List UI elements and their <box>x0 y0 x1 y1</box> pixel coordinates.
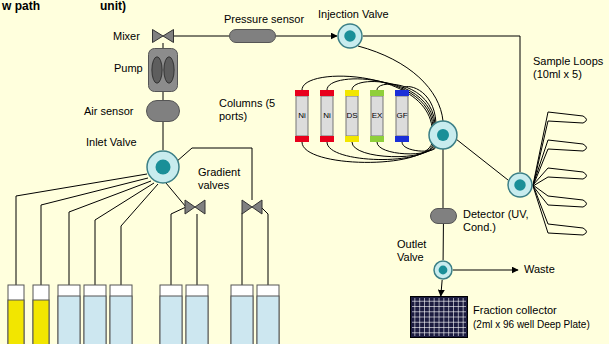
tubing-connector <box>163 92 164 100</box>
inlet-valve-shape <box>146 150 180 184</box>
air-sensor: Air sensor <box>146 100 180 122</box>
component-label: Detector (UV, Cond.) <box>463 208 531 234</box>
column-label: Ni <box>320 111 334 121</box>
part-label: Gradient valves <box>198 166 248 192</box>
tubing-connector <box>443 224 444 260</box>
column: Ni <box>320 90 334 142</box>
component-label: Outlet Valve <box>397 238 431 264</box>
column: GF <box>395 90 409 142</box>
injection-valve: Injection Valve <box>337 23 363 49</box>
component-label: Injection Valve <box>318 8 389 21</box>
sample-loop <box>533 185 587 235</box>
mixer-valve-shape <box>152 29 174 43</box>
loop-valve: Sample Loops (10ml x 5) <box>507 172 533 198</box>
component-label: Pump <box>114 62 143 75</box>
column: EX <box>370 90 384 142</box>
tubing-connector <box>276 36 337 37</box>
component-label: Pressure sensor <box>224 13 304 26</box>
tubing-connector <box>163 43 164 48</box>
component-label: Sample Loops (10ml x 5) <box>533 55 609 81</box>
sample-loop <box>533 112 587 235</box>
component-label: Inlet Valve <box>86 136 137 149</box>
detector: Detector (UV, Cond.) <box>430 208 457 224</box>
tubing-connector <box>163 122 164 150</box>
tubing <box>16 46 518 285</box>
pump-shape <box>148 48 178 92</box>
outlet-valve-shape <box>433 260 453 280</box>
component-label: Mixer <box>113 30 140 43</box>
column-valve <box>429 121 457 149</box>
tubing-connector <box>174 36 229 37</box>
pressure-sensor-shape <box>229 29 276 43</box>
tubing-connector <box>441 280 442 296</box>
part-label: Waste <box>524 263 555 276</box>
column: Ni <box>295 90 309 142</box>
part-label: Columns (5 ports) <box>219 97 279 123</box>
column: DS <box>345 90 359 142</box>
outlet-valve: Outlet Valve <box>433 260 453 280</box>
sample-loop <box>533 168 587 186</box>
pressure-sensor: Pressure sensor <box>229 29 276 43</box>
sample-loop <box>533 185 587 207</box>
fraction-collector-shape <box>410 296 468 338</box>
column-label: GF <box>395 111 409 121</box>
mixer-valve: Mixer <box>152 29 174 43</box>
buffer-bottle <box>8 285 279 344</box>
component-label: Fraction collector <box>473 304 557 317</box>
column-label: DS <box>345 111 359 121</box>
sample-loop <box>533 140 587 186</box>
loop-valve-shape <box>507 172 533 198</box>
air-sensor-shape <box>146 100 180 122</box>
title-fragment: w path <box>2 0 40 13</box>
inlet-valve: Inlet Valve <box>146 150 180 184</box>
column-label: EX <box>370 111 384 121</box>
component-label: (2ml x 96 well Deep Plate) <box>473 318 590 331</box>
gradient-valve <box>185 200 262 214</box>
sample-loop <box>533 112 587 186</box>
column-label: Ni <box>295 111 309 121</box>
pump: Pump <box>148 48 178 92</box>
fraction-collector: Fraction collector(2ml x 96 well Deep Pl… <box>410 296 468 338</box>
detector-shape <box>430 208 457 224</box>
title-fragment: unit) <box>100 0 126 13</box>
tubing-connector <box>363 36 520 172</box>
component-label: Air sensor <box>84 105 134 118</box>
injection-valve-shape <box>337 23 363 49</box>
